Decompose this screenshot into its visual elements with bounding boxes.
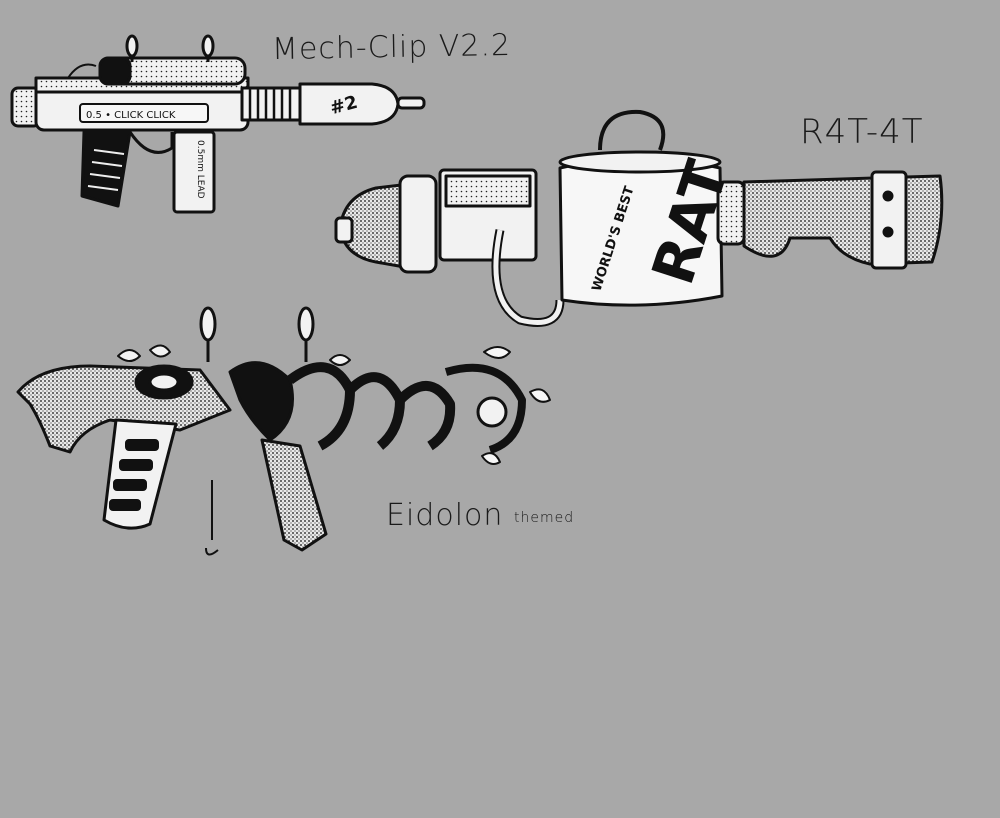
- r4t-4t-title: R4T-4T: [800, 112, 924, 152]
- r4t-4t-gun-drawing: [334, 109, 944, 327]
- mech-clip-gun-drawing: [10, 34, 426, 214]
- mag-label-text: 0.5 • CLICK CLICK: [86, 110, 176, 121]
- mech-clip-title: Mech-Clip V2.2: [271, 27, 512, 68]
- eidolon-title: Eidolon: [386, 498, 504, 533]
- eidolon-gun-drawing: [16, 306, 551, 556]
- eidolon-subtitle: themed: [514, 510, 575, 526]
- clip-label-text: 0.5mm LEAD: [195, 140, 205, 199]
